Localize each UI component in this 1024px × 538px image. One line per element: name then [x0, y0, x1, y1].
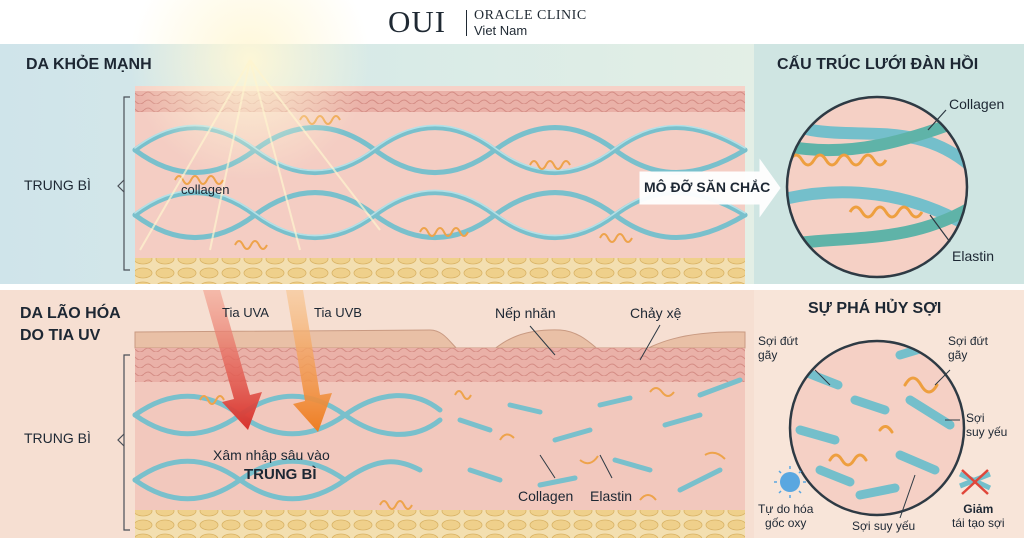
brand-country: Viet Nam [474, 23, 528, 38]
weak-fiber-right-line2: suy yếu [966, 425, 1008, 439]
broken-fiber-left-line2: gãy [758, 348, 778, 362]
elastic-network-title: CẤU TRÚC LƯỚI ĐÀN HỒI [777, 56, 979, 73]
free-radical-label: Tự do hóa gốc oxy [758, 502, 813, 530]
brand-logo: OUI [388, 4, 447, 39]
elastic-network-magnifier [785, 95, 969, 279]
collagen-label-top: collagen [181, 182, 230, 197]
weak-fiber-label-bottom: Sợi suy yếu [852, 519, 916, 533]
penetration-label: Xâm nhập sâu vào [213, 447, 330, 463]
brand-name: ORACLE CLINIC [474, 8, 587, 23]
elastin-label-circle: Elastin [952, 248, 995, 264]
dermis-label-bottom: TRUNG BÌ [24, 430, 91, 446]
aged-skin-block [117, 290, 746, 538]
penetration-target-label: TRUNG BÌ [244, 466, 317, 483]
aged-skin-title-line1: DA LÃO HÓA [20, 305, 121, 322]
weak-fiber-right-line1: Sợi [966, 411, 985, 425]
uvb-label: Tia UVB [314, 305, 362, 320]
uva-label: Tia UVA [222, 305, 269, 320]
broken-fiber-label-right: Sợi đứt gãy [948, 334, 988, 362]
logo-divider [466, 10, 467, 36]
collagen-label-bottom: Collagen [518, 488, 574, 504]
free-radical-line2: gốc oxy [765, 516, 807, 530]
dermis-label-top: TRUNG BÌ [24, 177, 91, 193]
healthy-skin-title: DA KHỎE MẠNH [26, 56, 152, 73]
aged-skin-title-line2: DO TIA UV [20, 327, 101, 344]
free-radical-icon [780, 472, 800, 492]
reduced-regeneration-line2: tái tạo sợi [952, 516, 1005, 530]
broken-fiber-label-left: Sợi đứt gãy [758, 334, 798, 362]
fiber-destruction-magnifier [774, 339, 992, 519]
weak-fiber-label-right: Sợi suy yếu [966, 411, 1007, 439]
broken-fiber-left-line1: Sợi đứt [758, 334, 798, 348]
wrinkle-label: Nếp nhăn [495, 305, 556, 321]
collagen-label-circle: Collagen [949, 96, 1005, 112]
elastin-label-bottom: Elastin [590, 488, 633, 504]
fiber-destruction-title: SỰ PHÁ HỦY SỢI [808, 300, 942, 317]
broken-fiber-right-line2: gãy [948, 348, 968, 362]
reduced-regeneration-icon [958, 469, 992, 495]
sagging-label: Chảy xệ [630, 305, 682, 321]
reduced-regeneration-line1: Giảm [963, 502, 994, 516]
firm-support-label: MÔ ĐỠ SĂN CHẮC [644, 179, 771, 195]
free-radical-line1: Tự do hóa [758, 502, 814, 516]
broken-fiber-right-line1: Sợi đứt [948, 334, 988, 348]
reduced-regeneration-label: Giảm tái tạo sợi [952, 502, 1005, 530]
healthy-skin-block [117, 0, 781, 284]
